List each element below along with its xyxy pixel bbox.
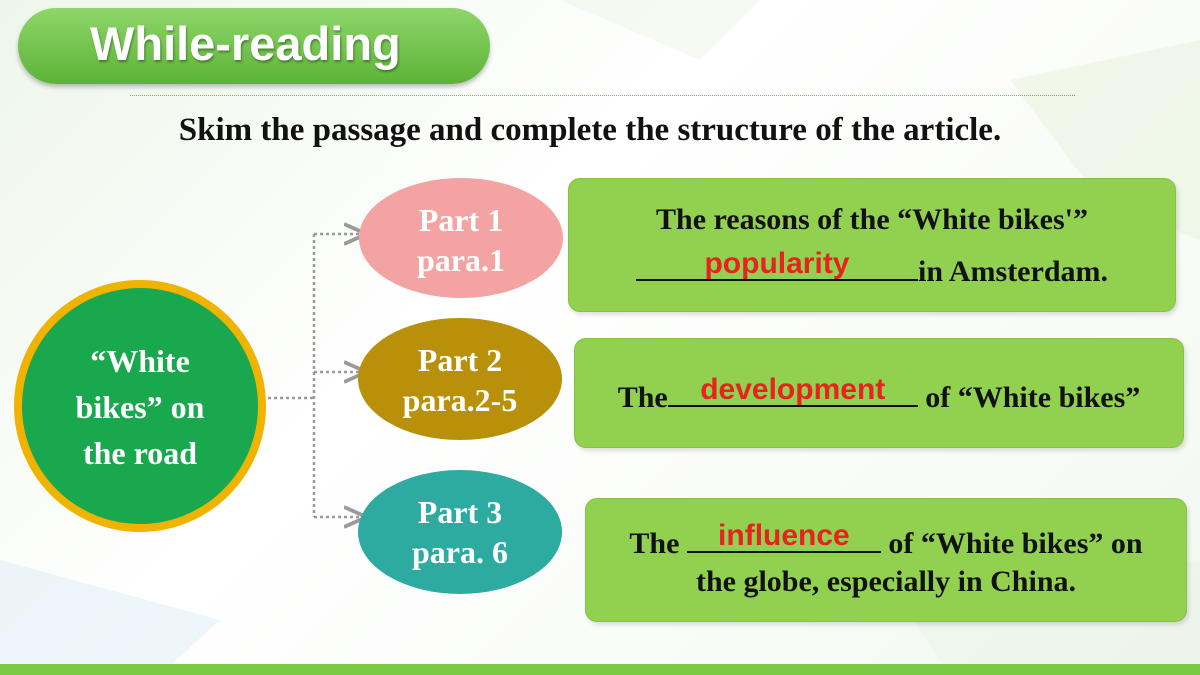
divider — [130, 95, 1075, 96]
box-2-line-1: The development of “White bikes” — [575, 373, 1183, 415]
box-1-line-1: The reasons of the “White bikes'” — [656, 203, 1088, 236]
part-3-summary-box: The influence of “White bikes” on the gl… — [585, 498, 1187, 622]
answer-1: popularity — [704, 247, 850, 280]
box-2-before: The — [617, 381, 668, 414]
part-2-label: Part 2 — [417, 342, 503, 378]
box-1-after: in Amsterdam. — [918, 255, 1108, 288]
part-1-paragraph: para.1 — [417, 242, 505, 278]
bottom-bar — [0, 664, 1200, 675]
part-2-summary-box: The development of “White bikes” — [574, 338, 1184, 448]
part-3-ellipse: Part 3 para. 6 — [358, 470, 562, 594]
part-1-ellipse: Part 1 para.1 — [359, 178, 563, 298]
part-2-paragraph: para.2-5 — [402, 382, 518, 418]
box-3-before: The — [629, 527, 687, 560]
part-3-paragraph: para. 6 — [412, 534, 508, 570]
instruction-text: Skim the passage and complete the struct… — [178, 112, 1002, 148]
section-title: While-reading — [90, 17, 401, 70]
section-title-pill: While-reading — [18, 8, 490, 84]
topic-circle: “White bikes” on the road — [14, 280, 266, 532]
blank-2[interactable]: development — [667, 373, 918, 407]
box-3-after: of “White bikes” on — [880, 527, 1143, 560]
topic-line-2: bikes” on — [75, 389, 205, 425]
answer-2: development — [700, 373, 886, 406]
part-3-label: Part 3 — [417, 494, 503, 530]
box-3-line-2: the globe, especially in China. — [695, 565, 1077, 598]
topic-line-3: the road — [82, 435, 198, 471]
blank-3[interactable]: influence — [686, 519, 881, 553]
answer-3: influence — [718, 519, 850, 552]
part-2-ellipse: Part 2 para.2-5 — [358, 318, 562, 440]
part-1-summary-box: The reasons of the “White bikes'” popula… — [568, 178, 1176, 312]
box-3-line-1: The influence of “White bikes” on — [586, 519, 1186, 561]
part-1-label: Part 1 — [418, 202, 504, 238]
box-2-after: of “White bikes” — [917, 381, 1141, 414]
blank-1[interactable]: popularity — [636, 247, 918, 281]
box-1-line-2: popularity in Amsterdam. — [569, 247, 1175, 289]
topic-line-1: “White — [90, 343, 190, 379]
